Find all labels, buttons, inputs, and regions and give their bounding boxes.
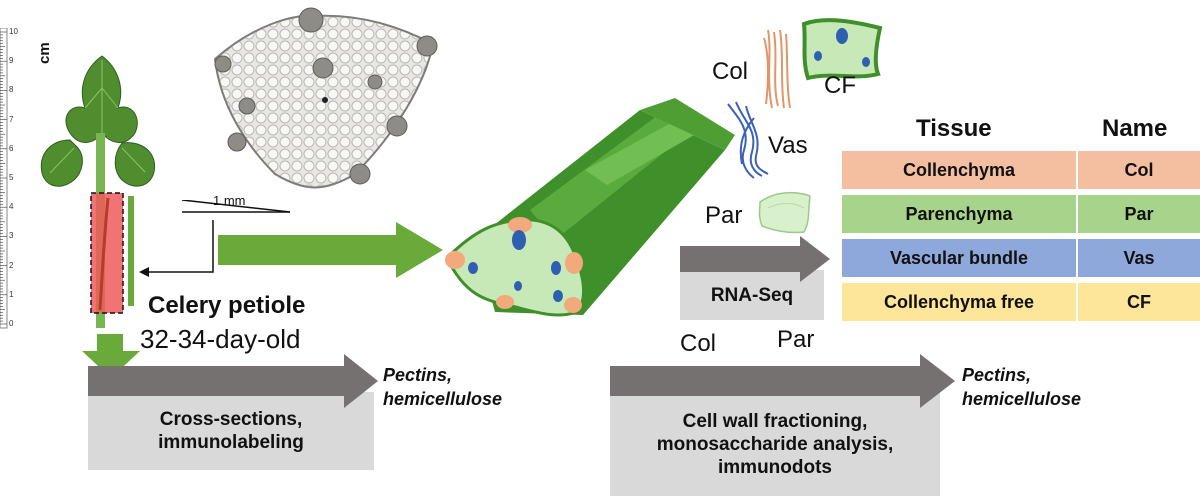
left-result-line2: hemicellulose (383, 389, 503, 409)
label-par-bottom: Par (777, 326, 815, 353)
ruler-tick-label: 3 (9, 231, 14, 241)
green-right-arrow (218, 222, 443, 278)
ruler-tick-label: 9 (9, 56, 14, 66)
right-grey-arrow (610, 354, 955, 408)
scale-bar-and-pointer (139, 200, 291, 277)
table-row: Collenchyma Col (842, 151, 1200, 189)
table-cell-tissue: Collenchyma free (842, 283, 1078, 321)
petiole-title: Celery petiole (148, 292, 306, 319)
table-cell-tissue: Parenchyma (842, 195, 1078, 233)
table-cell-name: CF (1127, 291, 1151, 312)
right-process-line3: immunodots (718, 456, 832, 478)
rna-seq-arrow (680, 236, 830, 282)
label-cf-top: CF (824, 72, 856, 99)
table-row: Parenchyma Par (842, 195, 1200, 233)
right-process-box: Cell wall fractioning, monosaccharide an… (610, 392, 940, 496)
ruler (0, 28, 8, 329)
parenchyma-image (758, 191, 811, 234)
right-process-line1: Cell wall fractioning, (682, 410, 868, 432)
table-row: Collenchyma free CF (842, 283, 1200, 321)
right-process-line2: monosaccharide analysis, (656, 433, 894, 455)
celery-plant-image (40, 55, 156, 328)
label-par-top: Par (705, 202, 743, 229)
ruler-tick-label: 1 (9, 289, 14, 299)
label-vas-top: Vas (768, 132, 808, 159)
collenchyma-free-image (801, 18, 883, 81)
table-cell-name: Par (1124, 203, 1154, 224)
left-grey-arrow (88, 354, 378, 408)
label-col-top: Col (712, 58, 749, 85)
left-process-line1: Cross-sections, (159, 409, 303, 430)
cross-section-micrograph (213, 7, 438, 189)
left-process-box: Cross-sections, immunolabeling (88, 392, 374, 470)
green-down-arrow (82, 334, 140, 378)
label-col-bottom: Col (680, 330, 717, 357)
ruler-ticks (0, 31, 7, 325)
ruler-tick-label: 0 (9, 319, 14, 328)
table-row: Vascular bundle Vas (842, 239, 1200, 277)
left-process-line2: immunolabeling (158, 432, 304, 453)
table-cell-name: Vas (1123, 247, 1155, 268)
table-cell-tissue: Vascular bundle (842, 239, 1078, 277)
ruler-tick-label: 7 (9, 114, 14, 124)
right-result-line1: Pectins, (962, 365, 1032, 385)
table-header-name: Name (1102, 115, 1168, 142)
ruler-tick-label: 5 (9, 173, 14, 182)
ruler-tick-label: 6 (9, 143, 14, 153)
left-result-line1: Pectins, (383, 365, 453, 385)
scale-bar-label: 1 mm (213, 193, 246, 208)
right-result-line2: hemicellulose (962, 389, 1082, 409)
table-cell-tissue: Collenchyma (842, 151, 1078, 189)
collenchyma-fibers-image (763, 29, 791, 109)
vascular-image (727, 101, 769, 179)
table-cell-name: Col (1124, 159, 1154, 180)
rna-seq-label: RNA-Seq (710, 284, 794, 306)
petiole-3d-illustration (445, 98, 735, 317)
ruler-tick-label: 8 (9, 85, 14, 95)
ruler-tick-label: 4 (9, 202, 14, 212)
ruler-tick-label: 10 (9, 27, 18, 36)
petiole-age: 32-34-day-old (140, 324, 301, 354)
table-header-tissue: Tissue (916, 115, 992, 142)
ruler-tick-label: 2 (9, 260, 14, 270)
